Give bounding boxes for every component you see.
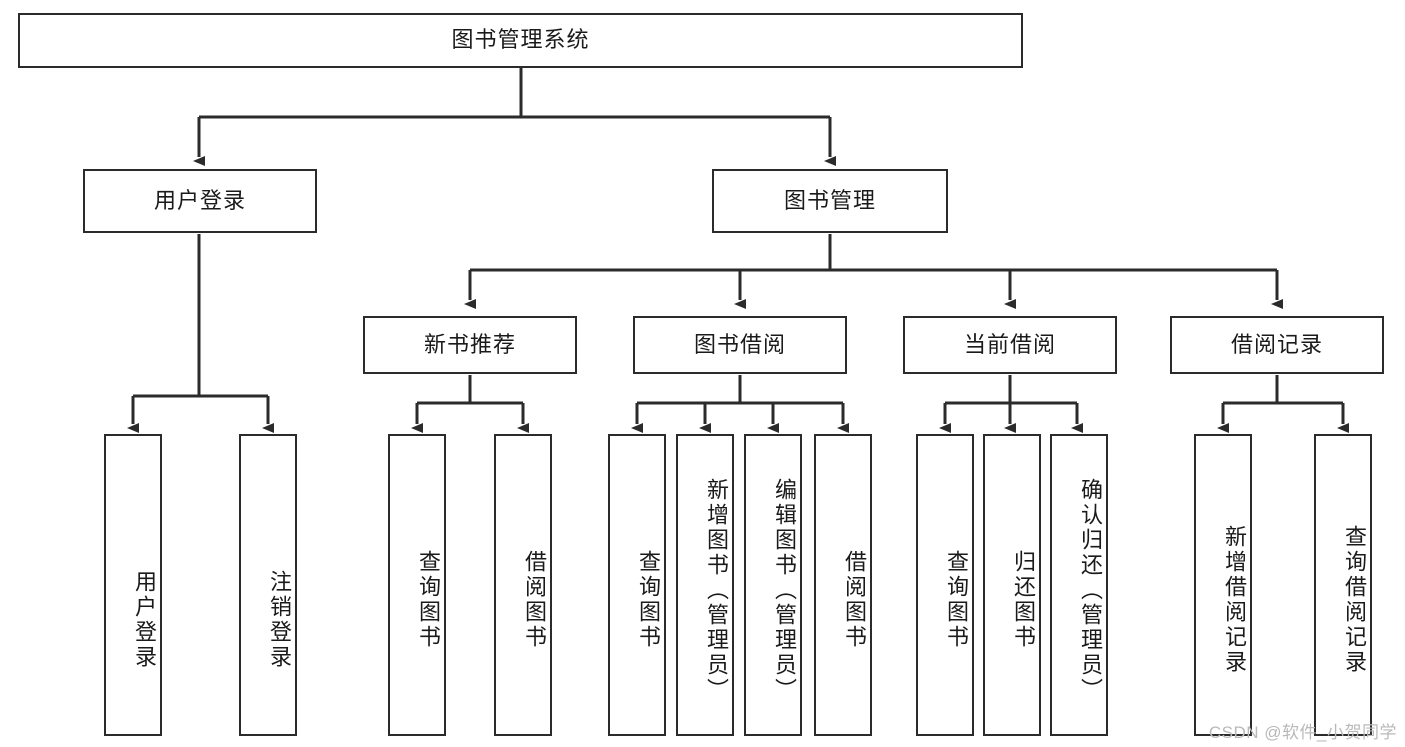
watermark: CSDN @软件_小贺同学 — [1208, 723, 1397, 742]
node-borrow-record-label: 借阅记录 — [1230, 331, 1323, 357]
leaf-borrow-add-book-admin[interactable]: 新增图书（管理员） — [676, 434, 734, 736]
leaf-current-query-book-label: 查询图书 — [944, 550, 969, 650]
leaf-current-return-book-label: 归还图书 — [1011, 550, 1036, 650]
leaf-user-login-label: 用户登录 — [132, 570, 157, 670]
node-root-label: 图书管理系统 — [451, 27, 590, 53]
node-book-borrow-label: 图书借阅 — [693, 331, 786, 357]
node-book-management-label: 图书管理 — [783, 187, 876, 213]
leaf-current-query-book[interactable]: 查询图书 — [916, 434, 974, 736]
leaf-newbook-borrow-book[interactable]: 借阅图书 — [494, 434, 552, 736]
node-new-book-recommend[interactable]: 新书推荐 — [363, 316, 577, 374]
node-book-borrow[interactable]: 图书借阅 — [633, 316, 847, 374]
leaf-newbook-query-book-label: 查询图书 — [416, 550, 441, 650]
edges-borrow-to-leaves — [631, 375, 849, 433]
leaf-user-login[interactable]: 用户登录 — [104, 434, 162, 736]
node-borrow-record[interactable]: 借阅记录 — [1170, 316, 1384, 374]
leaf-borrow-query-book-label: 查询图书 — [636, 550, 661, 650]
leaf-current-return-book[interactable]: 归还图书 — [983, 434, 1041, 736]
leaf-record-query-record[interactable]: 查询借阅记录 — [1314, 434, 1372, 736]
leaf-newbook-borrow-book-label: 借阅图书 — [522, 550, 547, 650]
leaf-record-add-record[interactable]: 新增借阅记录 — [1194, 434, 1252, 736]
edges-login-to-leaves — [127, 234, 274, 433]
leaf-newbook-query-book[interactable]: 查询图书 — [388, 434, 446, 736]
edges-current-to-leaves — [939, 375, 1083, 433]
leaf-borrow-edit-book-admin-label: 编辑图书（管理员） — [772, 477, 797, 703]
node-root[interactable]: 图书管理系统 — [18, 13, 1023, 68]
node-book-management[interactable]: 图书管理 — [712, 169, 948, 233]
leaf-borrow-query-book[interactable]: 查询图书 — [608, 434, 666, 736]
leaf-current-confirm-return-admin-label: 确认归还（管理员） — [1078, 477, 1103, 703]
leaf-current-confirm-return-admin[interactable]: 确认归还（管理员） — [1050, 434, 1108, 736]
edges-root-to-level2 — [193, 68, 836, 166]
leaf-record-query-record-label: 查询借阅记录 — [1342, 525, 1367, 675]
node-current-borrow-label: 当前借阅 — [963, 331, 1056, 357]
leaf-borrow-add-book-admin-label: 新增图书（管理员） — [704, 477, 729, 703]
node-new-book-recommend-label: 新书推荐 — [423, 331, 516, 357]
node-current-borrow[interactable]: 当前借阅 — [903, 316, 1117, 374]
node-user-login-label: 用户登录 — [153, 187, 246, 213]
leaf-borrow-edit-book-admin[interactable]: 编辑图书（管理员） — [744, 434, 802, 736]
leaf-record-add-record-label: 新增借阅记录 — [1222, 525, 1247, 675]
edges-bookmgmt-to-level3 — [464, 234, 1283, 309]
edges-record-to-leaves — [1217, 375, 1349, 433]
leaf-logout[interactable]: 注销登录 — [239, 434, 297, 736]
leaf-borrow-borrow-book[interactable]: 借阅图书 — [814, 434, 872, 736]
leaf-logout-label: 注销登录 — [267, 570, 292, 670]
edges-newbook-to-leaves — [411, 375, 529, 433]
leaf-borrow-borrow-book-label: 借阅图书 — [842, 550, 867, 650]
node-user-login[interactable]: 用户登录 — [83, 169, 317, 233]
